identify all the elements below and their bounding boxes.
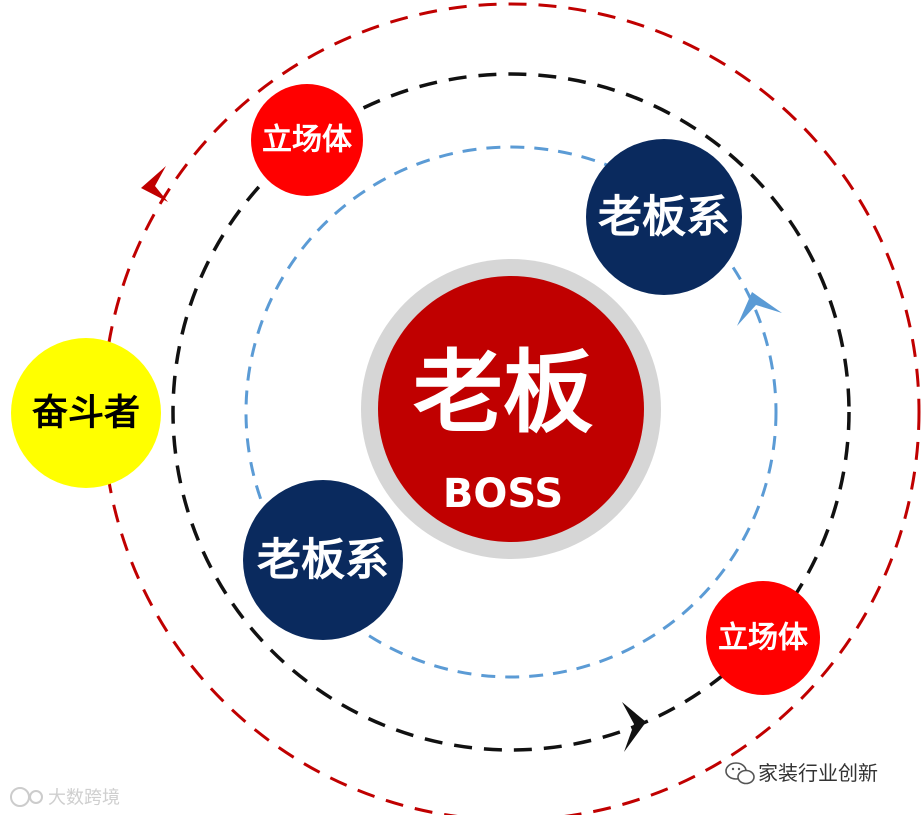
site-logo-icon [10, 787, 43, 807]
striver-node [11, 338, 161, 488]
center-title: 老板 [413, 341, 593, 446]
site-logo-text: 大数跨境 [48, 788, 120, 809]
outer-orbit-arrow-icon [141, 166, 168, 202]
boss-system-label-top: 老板系 [598, 192, 730, 243]
striver-label: 奋斗者 [32, 393, 140, 434]
inner-orbit-ring [244, 145, 778, 679]
center-subtitle: BOSS [443, 471, 563, 517]
wechat-icon [725, 762, 755, 785]
center-node [378, 276, 644, 542]
middle-orbit-ring [171, 72, 851, 752]
stance-label-top: 立场体 [262, 123, 353, 158]
stance-node-bottom [706, 581, 820, 695]
boss-system-node-top [586, 139, 742, 295]
site-logo-watermark: 大数跨境 [10, 787, 120, 809]
wechat-watermark: 家装行业创新 [725, 761, 878, 785]
boss-system-label-bottom: 老板系 [257, 535, 389, 586]
inner-orbit-arrow-icon [737, 292, 782, 326]
outer-orbit-ring [101, 2, 921, 815]
boss-system-node-bottom [243, 480, 403, 640]
stance-node-top [251, 84, 363, 196]
wechat-account-name: 家装行业创新 [758, 761, 878, 785]
middle-orbit-arrow-icon [622, 702, 646, 752]
stance-label-bottom: 立场体 [718, 621, 809, 656]
